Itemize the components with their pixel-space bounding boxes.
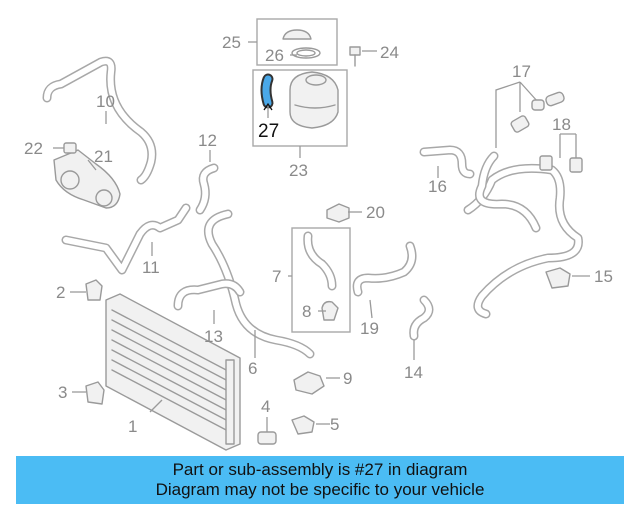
callout-26: 26 bbox=[265, 46, 284, 65]
banner-line-2: Diagram may not be specific to your vehi… bbox=[155, 480, 485, 499]
callout-12: 12 bbox=[198, 131, 217, 150]
callout-17: 17 bbox=[512, 62, 531, 81]
connector-part-5[interactable] bbox=[291, 415, 330, 435]
clips-part-18[interactable] bbox=[539, 133, 583, 173]
callout-11: 11 bbox=[142, 258, 160, 277]
banner-line-1: Part or sub-assembly is #27 in diagram bbox=[172, 460, 468, 479]
sensor-part-4[interactable] bbox=[257, 417, 277, 445]
leader-lines bbox=[87, 41, 590, 413]
callout-20: 20 bbox=[366, 203, 385, 222]
hose-part-13[interactable] bbox=[173, 279, 245, 311]
callout-9: 9 bbox=[343, 369, 352, 388]
callout-10: 10 bbox=[96, 92, 115, 111]
callout-21: 21 bbox=[94, 147, 113, 166]
hose-part-12[interactable] bbox=[195, 163, 219, 215]
cap-group-25[interactable] bbox=[256, 18, 338, 66]
callout-16: 16 bbox=[428, 177, 447, 196]
callout-25: 25 bbox=[222, 33, 241, 52]
callout-1: 1 bbox=[128, 417, 137, 436]
callout-labels: 1 2 3 4 5 6 7 8 9 10 11 12 13 14 15 16 1… bbox=[24, 33, 613, 436]
callout-5: 5 bbox=[330, 415, 339, 434]
hose-assembly-part-15[interactable] bbox=[463, 151, 583, 319]
hose-part-6[interactable] bbox=[204, 209, 315, 359]
callout-27: 27 bbox=[258, 121, 279, 142]
bleeder-part-20[interactable] bbox=[326, 203, 350, 223]
callout-6: 6 bbox=[248, 359, 257, 378]
callout-24: 24 bbox=[380, 43, 399, 62]
hose-part-16[interactable] bbox=[419, 145, 475, 179]
pipe-assembly-part-11[interactable] bbox=[61, 203, 191, 275]
fittings-part-17[interactable] bbox=[495, 81, 565, 148]
callout-3: 3 bbox=[58, 383, 67, 402]
bolt-part-24[interactable] bbox=[349, 46, 377, 67]
callout-18: 18 bbox=[552, 115, 571, 134]
callout-23: 23 bbox=[289, 161, 308, 180]
callout-13: 13 bbox=[204, 327, 223, 346]
hose-part-14[interactable] bbox=[409, 295, 434, 341]
bracket-part-3[interactable] bbox=[72, 381, 105, 405]
hose-group-7[interactable] bbox=[291, 227, 351, 333]
callout-22: 22 bbox=[24, 139, 43, 158]
callout-14: 14 bbox=[404, 363, 423, 382]
callout-19: 19 bbox=[360, 319, 379, 338]
hose-part-27-highlighted[interactable] bbox=[260, 73, 274, 118]
hose-part-19[interactable] bbox=[352, 241, 417, 297]
callout-15: 15 bbox=[594, 267, 613, 286]
info-banner: Part or sub-assembly is #27 in diagram D… bbox=[16, 456, 624, 504]
radiator-part-1[interactable] bbox=[105, 293, 241, 451]
clip-part-22[interactable] bbox=[53, 142, 77, 154]
parts-diagram: 1 2 3 4 5 6 7 8 9 10 11 12 13 14 15 16 1… bbox=[24, 18, 613, 451]
bracket-part-2[interactable] bbox=[70, 279, 103, 301]
pipe-part-10[interactable] bbox=[42, 56, 157, 185]
connector-part-9[interactable] bbox=[293, 371, 340, 395]
callout-7: 7 bbox=[272, 267, 281, 286]
callout-8: 8 bbox=[302, 302, 311, 321]
callout-4: 4 bbox=[261, 397, 270, 416]
reservoir-group-23[interactable] bbox=[252, 69, 348, 147]
flange-part-21[interactable] bbox=[53, 149, 121, 209]
callout-2: 2 bbox=[56, 283, 65, 302]
